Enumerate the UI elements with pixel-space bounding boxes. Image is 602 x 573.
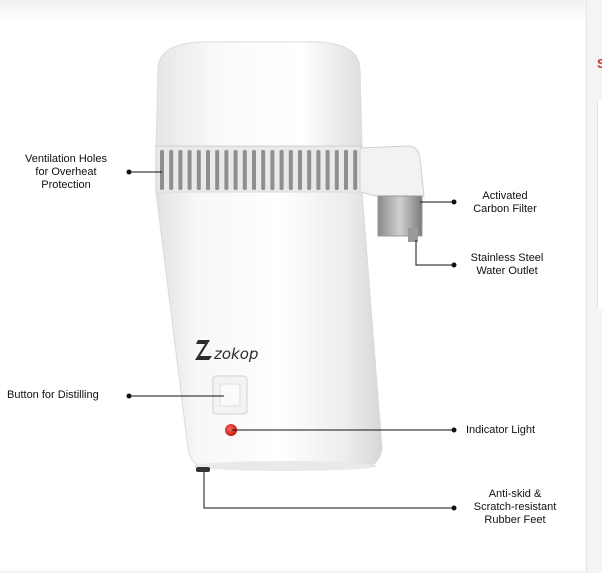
vent-slot	[270, 150, 275, 190]
distiller-body	[155, 191, 383, 471]
callout-rubber-feet: Anti-skid & Scratch-resistant Rubber Fee…	[460, 488, 570, 527]
brand-logo-text: zokop	[213, 345, 258, 363]
callout-ventilation-line1: Ventilation Holes	[25, 153, 107, 165]
vent-slot	[298, 150, 302, 190]
callout-indicator-light: Indicator Light	[466, 424, 556, 437]
vent-slot	[206, 150, 210, 190]
right-sidebar-edge	[586, 0, 602, 573]
vent-slot	[178, 150, 183, 190]
callout-carbon-line1: Activated	[482, 190, 528, 202]
vent-slot	[279, 150, 284, 190]
top-divider	[0, 0, 602, 22]
vent-slot	[307, 150, 312, 190]
vent-slot	[325, 150, 330, 190]
callout-feet-line1: Anti-skid &	[488, 488, 542, 500]
vent-slot	[288, 150, 293, 190]
callout-distill-button: Button for Distilling	[7, 389, 125, 402]
vent-slot	[187, 150, 192, 190]
bottom-divider	[0, 568, 586, 573]
vent-slot	[344, 150, 348, 190]
callout-ventilation-line3: Protection	[41, 179, 91, 191]
vent-slot	[252, 150, 256, 190]
vent-slot	[224, 150, 229, 190]
distiller-lid	[155, 41, 363, 149]
vent-slot	[233, 150, 238, 190]
callout-ventilation-line2: for Overheat	[35, 166, 97, 178]
spout	[359, 145, 425, 242]
callout-feet-line2: Scratch-resistant	[473, 501, 557, 513]
callout-indicator-line1: Indicator Light	[466, 424, 536, 436]
vent-slot	[242, 150, 247, 190]
vent-slot	[215, 150, 220, 190]
vent-slot	[353, 150, 358, 190]
sidebar-card-edge	[597, 100, 602, 310]
callout-outlet-line1: Stainless Steel	[470, 252, 544, 264]
indicator-light	[225, 424, 237, 436]
callout-feet-line3: Rubber Feet	[484, 514, 546, 526]
distill-button	[212, 375, 248, 415]
vent-slot	[160, 150, 164, 190]
vent-slot	[196, 150, 201, 190]
callout-carbon-filter: Activated Carbon Filter	[462, 190, 548, 216]
callout-button-line1: Button for Distilling	[7, 389, 99, 401]
vent-slot	[316, 150, 321, 190]
callout-carbon-line2: Carbon Filter	[473, 203, 537, 215]
callout-water-outlet: Stainless Steel Water Outlet	[462, 252, 552, 278]
vent-slot	[334, 150, 339, 190]
callout-ventilation: Ventilation Holes for Overheat Protectio…	[8, 153, 124, 192]
cropped-heading-text: S	[597, 56, 602, 71]
zokop-logo	[195, 340, 212, 360]
vent-slot	[169, 150, 174, 190]
stainless-steel-outlet	[408, 228, 418, 242]
rubber-foot	[196, 467, 210, 472]
vent-slot	[261, 150, 266, 190]
callout-outlet-line2: Water Outlet	[476, 265, 538, 277]
ventilation-holes	[155, 145, 363, 195]
callout-lines	[129, 171, 454, 509]
callout-dots	[126, 169, 457, 511]
